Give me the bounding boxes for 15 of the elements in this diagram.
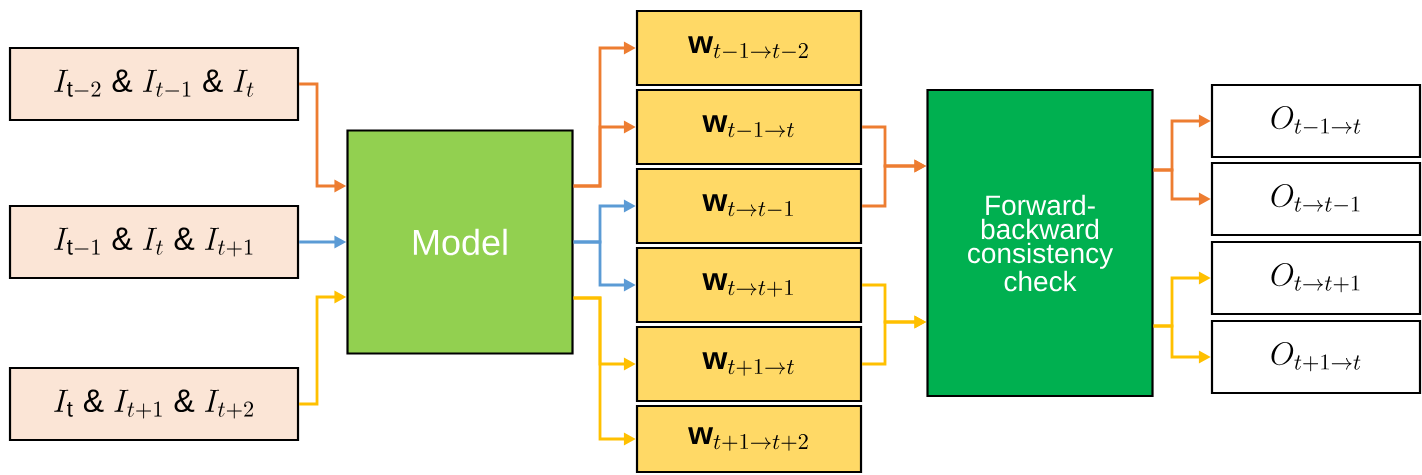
input-box: $I_{\mathrm{t}-2} \;\&\; I_{t-1} \;\&\; I_{t}$ — [8, 46, 300, 122]
output-box: $O_{t-1\to t}$ — [1210, 83, 1422, 159]
input-box: $I_{\mathrm{t}-1} \;\&\; I_{t} \;\&\; I_{t+1}$ — [8, 204, 300, 280]
output-box: $O_{t\to t+1}$ — [1210, 240, 1422, 316]
model-box: Model — [346, 129, 574, 355]
input-box: $I_{\mathrm{t}} \;\&\; I_{t+1} \;\&\; I_{t+2}$ — [8, 366, 300, 442]
output-box: $O_{t\to t-1}$ — [1210, 161, 1422, 237]
flow-field-box: $\mathbf{w}_{t\to t-1}$ — [635, 167, 863, 245]
flow-field-box: $\mathbf{w}_{t-1\to t-2}$ — [635, 9, 863, 87]
consistency-check-box: Forward-backward consistency check — [926, 88, 1154, 398]
output-box: $O_{t+1\to t}$ — [1210, 319, 1422, 395]
flow-field-box: $\mathbf{w}_{t+1\to t}$ — [635, 325, 863, 403]
flow-field-box: $\mathbf{w}_{t-1\to t}$ — [635, 88, 863, 166]
flow-field-box: $\mathbf{w}_{t\to t+1}$ — [635, 246, 863, 324]
flow-field-box: $\mathbf{w}_{t+1\to t+2}$ — [635, 404, 863, 474]
